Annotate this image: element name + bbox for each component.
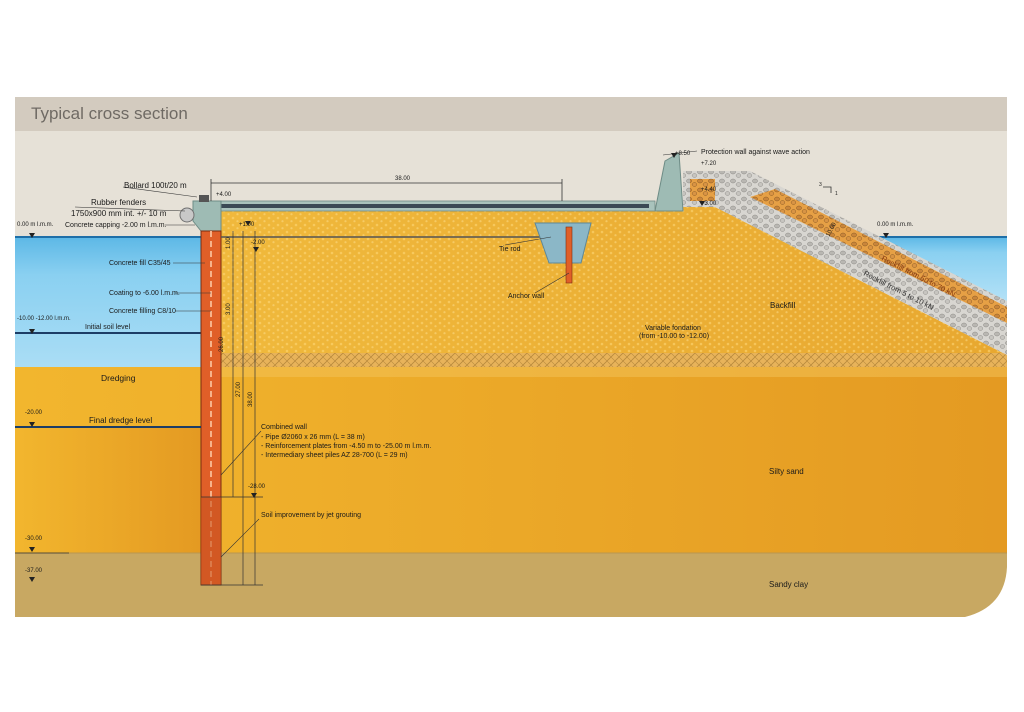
foundation-band [205, 353, 1007, 367]
capping-label: Concrete capping -2.00 m l.m.m. [65, 222, 167, 229]
level-300: +3.00 [701, 201, 717, 207]
page-title: Typical cross section [31, 104, 188, 123]
dim-26: 26.00 [219, 336, 225, 352]
rock-armour [683, 171, 1007, 355]
pipe-label: - Pipe Ø2060 x 26 mm (L = 38 m) [261, 434, 365, 441]
anchor-wall-label: Anchor wall [508, 293, 545, 300]
level-crest: +8.50 [675, 151, 691, 157]
slope-v-label: 3 [819, 182, 822, 188]
level-30: -30.00 [25, 536, 43, 542]
level-top-fill: +1.00 [239, 222, 255, 228]
header-bar: Typical cross section [15, 97, 1007, 131]
slope-h-label: 1 [835, 191, 838, 197]
level-crest2: +7.20 [701, 161, 717, 167]
sandy-clay-label: Sandy clay [769, 580, 808, 589]
final-dredge-label: Final dredge level [89, 416, 152, 425]
anchor-wall [565, 226, 573, 284]
fender-icon [179, 207, 195, 223]
level-28: -28.00 [248, 484, 266, 490]
jet-grouting-label: Soil improvement by jet grouting [261, 512, 361, 519]
level-deck: +4.00 [216, 192, 232, 198]
dredging-label: Dredging [101, 373, 136, 383]
sandy-clay-layer [15, 553, 1007, 617]
rockfill-orange-band [750, 189, 1007, 323]
cross-section-panel: Typical cross section [15, 97, 1007, 617]
variable-foundation-label: Variable fondation [645, 325, 701, 332]
jet-grouting [201, 497, 221, 585]
level-water-left: 0.00 m l.m.m. [17, 222, 54, 228]
bollard-label: Bollard 100t/20 m [124, 181, 187, 190]
bollard-icon [199, 195, 209, 202]
backfill-label: Backfill [770, 301, 796, 310]
level-water-right: 0.00 m l.m.m. [877, 222, 914, 228]
concrete-fill-label: Concrete fill C35/45 [109, 260, 171, 267]
coating-label: Coating to -6.00 l.m.m. [109, 290, 180, 297]
dim-span: 38.00 [395, 176, 411, 182]
level-440: +4.40 [701, 187, 717, 193]
fenders-size-label: 1750x900 mm int. +/- 10 m [71, 209, 167, 218]
sheet-piles-label: - Intermediary sheet piles AZ 28-700 (L … [261, 452, 408, 459]
dim-3: 3.00 [226, 303, 232, 315]
dim-27: 27.00 [236, 381, 242, 397]
level-initial: -10.00 -12.00 l.m.m. [17, 316, 71, 322]
dim-38: 38.00 [248, 391, 254, 407]
plates-label: - Reinforcement plates from -4.50 m to -… [261, 443, 431, 450]
cross-section-diagram: Bollard 100t/20 m Rubber fenders 1750x90… [15, 131, 1007, 617]
combined-wall-label: Combined wall [261, 424, 307, 431]
capping-beam [192, 200, 222, 232]
dim-1: 1.00 [226, 237, 232, 249]
concrete-filling-label: Concrete filling C8/10 [109, 308, 176, 315]
fenders-label: Rubber fenders [91, 198, 146, 207]
silty-sand-label: Silty sand [769, 467, 804, 476]
level-final: -20.00 [25, 410, 43, 416]
tie-rod-label: Tie rod [499, 246, 521, 253]
level-37: -37.00 [25, 568, 43, 574]
anchor-block [534, 222, 592, 264]
protection-wall-label: Protection wall against wave action [701, 149, 810, 156]
initial-soil-label: Initial soil level [85, 324, 131, 331]
variable-foundation-range: (from -10.00 to -12.00) [639, 333, 709, 340]
level-cap-bottom: -2.00 [251, 240, 265, 246]
